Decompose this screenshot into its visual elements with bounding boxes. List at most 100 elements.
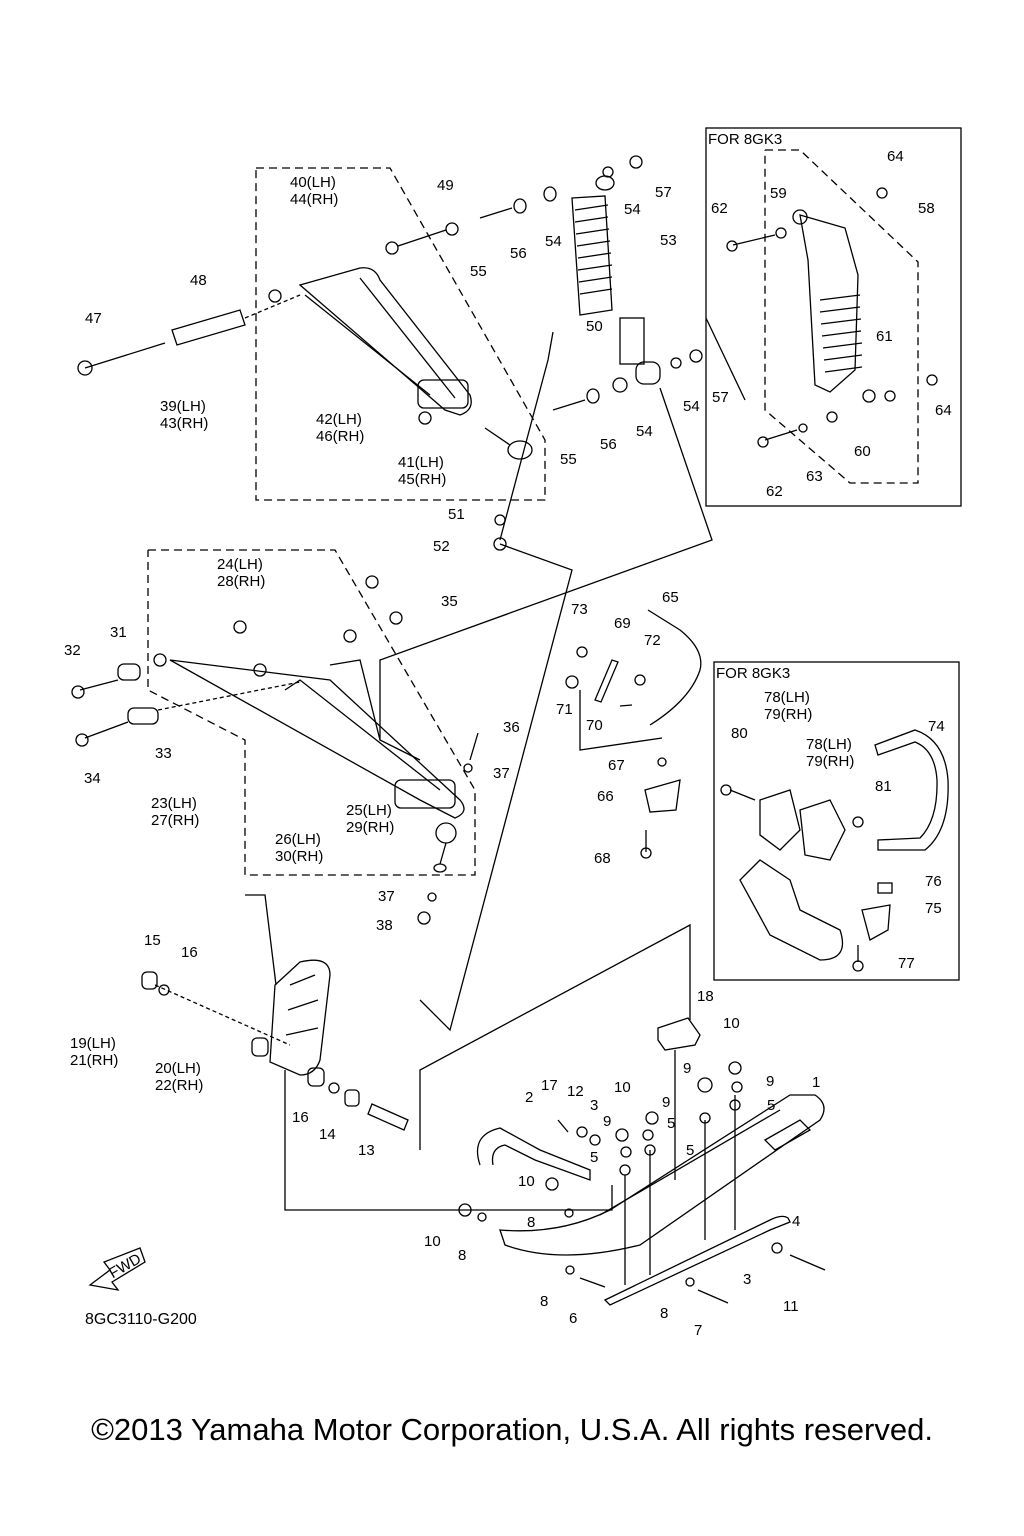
callout-54b: 54	[545, 233, 562, 250]
callout-55b: 55	[560, 451, 577, 468]
callout-68: 68	[594, 850, 611, 867]
callout-12: 12	[567, 1083, 584, 1100]
callout-79rhb: 79(RH)	[806, 753, 854, 770]
callout-55a: 55	[470, 263, 487, 280]
callout-5a: 5	[767, 1097, 775, 1114]
callout-25lh: 25(LH)	[346, 802, 392, 819]
callout-10d: 10	[424, 1233, 441, 1250]
ski-inset-bracket-79	[799, 799, 846, 861]
callout-44rh: 44(RH)	[290, 191, 338, 208]
callout-48: 48	[190, 272, 207, 289]
callout-40lh: 40(LH)	[290, 174, 336, 191]
damper-18	[657, 1017, 701, 1051]
lower-arm-group-outline	[147, 549, 476, 876]
collar-48	[171, 309, 246, 346]
callout-63: 63	[806, 468, 823, 485]
callout-26lh: 26(LH)	[275, 831, 321, 848]
callout-22rh: 22(RH)	[155, 1077, 203, 1094]
shock-inset-frame	[705, 127, 962, 507]
callout-56a: 56	[510, 245, 527, 262]
callout-58: 58	[918, 200, 935, 217]
callout-9b: 9	[766, 1073, 774, 1090]
callout-21rh: 21(RH)	[70, 1052, 118, 1069]
callout-64b: 64	[935, 402, 952, 419]
callout-14: 14	[319, 1126, 336, 1143]
callout-29rh: 29(RH)	[346, 819, 394, 836]
callout-41lh: 41(LH)	[398, 454, 444, 471]
callout-51: 51	[448, 506, 465, 523]
callout-5d: 5	[590, 1149, 598, 1166]
callout-3b: 3	[743, 1271, 751, 1288]
callout-23lh: 23(LH)	[151, 795, 197, 812]
ski-inset-part-75	[861, 904, 891, 941]
upper-a-arm	[298, 267, 472, 416]
bracket-66	[644, 779, 681, 813]
ball-joint-41	[484, 427, 533, 460]
upper-arm-group-outline	[255, 167, 546, 501]
callout-9d: 9	[603, 1113, 611, 1130]
callout-67: 67	[608, 757, 625, 774]
link-69	[594, 659, 619, 703]
copyright-notice: ©2013 Yamaha Motor Corporation, U.S.A. A…	[91, 1412, 933, 1447]
callout-80: 80	[731, 725, 748, 742]
shock-inset-title: FOR 8GK3	[708, 131, 782, 148]
callout-2: 2	[525, 1089, 533, 1106]
callout-47: 47	[85, 310, 102, 327]
callout-75: 75	[925, 900, 942, 917]
steering-rod-65	[647, 609, 702, 726]
routing-line-a	[419, 543, 573, 1032]
callout-10c: 10	[518, 1173, 535, 1190]
fwd-label: FWD	[106, 1250, 144, 1282]
callout-45rh: 45(RH)	[398, 471, 446, 488]
callout-73: 73	[571, 601, 588, 618]
callout-18: 18	[697, 988, 714, 1005]
callout-38: 38	[376, 917, 393, 934]
callout-77: 77	[898, 955, 915, 972]
callout-16b: 16	[292, 1109, 309, 1126]
callout-32: 32	[64, 642, 81, 659]
callout-54c: 54	[683, 398, 700, 415]
callout-3a: 3	[590, 1097, 598, 1114]
callout-50: 50	[586, 318, 603, 335]
callout-8b: 8	[458, 1247, 466, 1264]
callout-37a: 37	[493, 765, 510, 782]
callout-7: 7	[694, 1322, 702, 1339]
callout-4: 4	[792, 1213, 800, 1230]
callout-70: 70	[586, 717, 603, 734]
callout-11: 11	[783, 1298, 799, 1315]
ski-handle-2	[476, 1127, 591, 1181]
pivot-bolt-47	[77, 342, 166, 376]
ski-inset-frame	[713, 661, 960, 981]
callout-62a: 62	[711, 200, 728, 217]
callout-31: 31	[110, 624, 127, 641]
callout-54d: 54	[636, 423, 653, 440]
diagram-code: 8GC3110-G200	[85, 1311, 197, 1328]
callout-62b: 62	[766, 483, 783, 500]
callout-71: 71	[556, 701, 573, 718]
callout-28rh: 28(RH)	[217, 573, 265, 590]
callout-33: 33	[155, 745, 172, 762]
callout-59: 59	[770, 185, 787, 202]
ski-inset-handle-74	[874, 729, 949, 851]
callout-5c: 5	[686, 1142, 694, 1159]
callout-79rh: 79(RH)	[764, 706, 812, 723]
callout-66: 66	[597, 788, 614, 805]
callout-8c: 8	[540, 1293, 548, 1310]
ski-1	[499, 1094, 825, 1256]
callout-8a: 8	[527, 1214, 535, 1231]
callout-56b: 56	[600, 436, 617, 453]
lower-a-arm	[169, 659, 465, 819]
callout-9a: 9	[683, 1060, 691, 1077]
callout-57b: 57	[712, 389, 729, 406]
callout-72: 72	[644, 632, 661, 649]
callout-15: 15	[144, 932, 161, 949]
callout-16a: 16	[181, 944, 198, 961]
callout-78lh: 78(LH)	[764, 689, 810, 706]
callout-46rh: 46(RH)	[316, 428, 364, 445]
callout-19lh: 19(LH)	[70, 1035, 116, 1052]
callout-65: 65	[662, 589, 679, 606]
callout-81: 81	[875, 778, 892, 795]
callout-6: 6	[569, 1310, 577, 1327]
